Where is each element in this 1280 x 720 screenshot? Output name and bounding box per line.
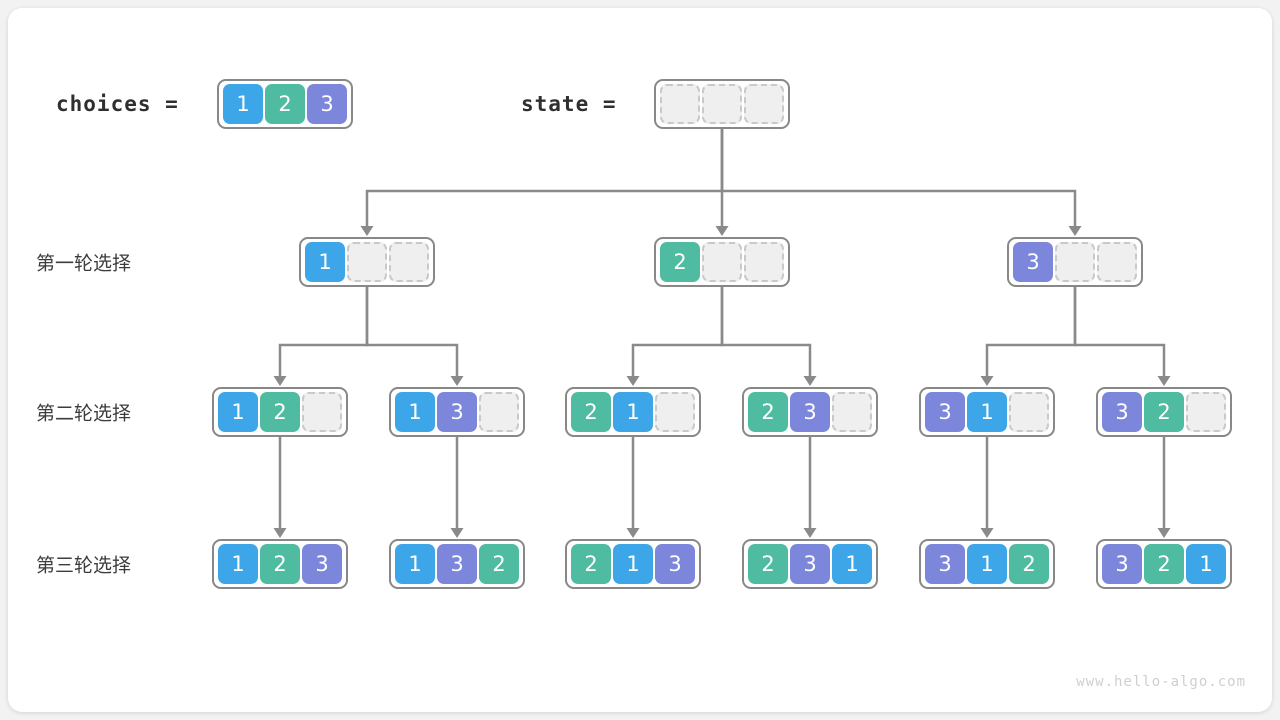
level2-array-2-cell-2 (655, 392, 695, 432)
choices-array-cell-2: 3 (307, 84, 347, 124)
level2-array-4-cell-1: 1 (967, 392, 1007, 432)
level3-array-3-cell-0: 2 (748, 544, 788, 584)
root-to-level1-arrowhead-2 (1068, 226, 1082, 236)
level1-array-1-cell-0: 2 (660, 242, 700, 282)
level1-2-to-level2-edge-0 (985, 286, 1077, 377)
level1-0-to-level2-arrowhead-0 (273, 376, 287, 386)
level1-1-to-level2-arrowhead-1 (803, 376, 817, 386)
level3-array-5-cell-1: 2 (1144, 544, 1184, 584)
level3-array-1-cell-2: 2 (479, 544, 519, 584)
level3-array-4-cell-2: 2 (1009, 544, 1049, 584)
level2-array-1-cell-2 (479, 392, 519, 432)
level1-array-2-cell-2 (1097, 242, 1137, 282)
root-to-level1-arrowhead-1 (715, 226, 729, 236)
level2-4-to-level3-arrowhead-0 (980, 528, 994, 538)
level1-2-to-level2-edge-1 (1073, 286, 1166, 377)
root-to-level1-edge-2 (720, 128, 1077, 227)
level2-array-3-cell-2 (832, 392, 872, 432)
level3-array-1-cell-1: 3 (437, 544, 477, 584)
level1-2-to-level2-arrowhead-0 (980, 376, 994, 386)
level2-5-to-level3-arrowhead-0 (1157, 528, 1171, 538)
level3-array-2-cell-2: 3 (655, 544, 695, 584)
root-to-level1-arrowhead-0 (360, 226, 374, 236)
level3-array-4-cell-1: 1 (967, 544, 1007, 584)
level1-array-2-cell-1 (1055, 242, 1095, 282)
watermark: www.hello-algo.com (1076, 674, 1246, 690)
level1-1-to-level2-edge-0 (631, 286, 724, 377)
level1-array-1-cell-1 (702, 242, 742, 282)
level1-1-to-level2-edge-1 (720, 286, 812, 377)
level3-array-4-cell-0: 3 (925, 544, 965, 584)
level3-array-5-cell-2: 1 (1186, 544, 1226, 584)
level2-array-2-cell-1: 1 (613, 392, 653, 432)
row-label-3: 第三轮选择 (36, 554, 132, 577)
level2-array-1-cell-1: 3 (437, 392, 477, 432)
level2-array-0-cell-0: 1 (218, 392, 258, 432)
row-label-1: 第一轮选择 (36, 252, 132, 275)
level2-array-4-cell-0: 3 (925, 392, 965, 432)
level3-array-3-cell-2: 1 (832, 544, 872, 584)
state-array (654, 79, 790, 129)
level2-1-to-level3-arrowhead-0 (450, 528, 464, 538)
level3-array-0-cell-0: 1 (218, 544, 258, 584)
choices-array-cell-0: 1 (223, 84, 263, 124)
level2-array-3-cell-0: 2 (748, 392, 788, 432)
level3-array-2-cell-1: 1 (613, 544, 653, 584)
level2-array-0-cell-2 (302, 392, 342, 432)
level2-array-1-cell-0: 1 (395, 392, 435, 432)
level3-array-1-cell-0: 1 (395, 544, 435, 584)
level2-array-3-cell-1: 3 (790, 392, 830, 432)
level1-array-0: 1 (299, 237, 435, 287)
state-array-cell-0 (660, 84, 700, 124)
level2-array-0-cell-1: 2 (260, 392, 300, 432)
row-label-2: 第二轮选择 (36, 402, 132, 425)
level2-array-5-cell-2 (1186, 392, 1226, 432)
level1-array-0-cell-1 (347, 242, 387, 282)
root-to-level1-edge-0 (365, 128, 724, 227)
level1-array-1-cell-2 (744, 242, 784, 282)
choices-array-cell-1: 2 (265, 84, 305, 124)
level1-2-to-level2-arrowhead-1 (1157, 376, 1171, 386)
state-array-cell-1 (702, 84, 742, 124)
level1-array-2-cell-0: 3 (1013, 242, 1053, 282)
level1-0-to-level2-arrowhead-1 (450, 376, 464, 386)
choices-label: choices = (56, 92, 179, 116)
level1-array-0-cell-0: 1 (305, 242, 345, 282)
level1-array-2: 3 (1007, 237, 1143, 287)
level1-0-to-level2-edge-1 (365, 286, 459, 377)
level1-0-to-level2-edge-0 (278, 286, 369, 377)
level3-array-0-cell-2: 3 (302, 544, 342, 584)
level2-2-to-level3-arrowhead-0 (626, 528, 640, 538)
level3-array-5-cell-0: 3 (1102, 544, 1142, 584)
level2-array-5-cell-1: 2 (1144, 392, 1184, 432)
level1-array-0-cell-2 (389, 242, 429, 282)
connector-edges (273, 128, 1171, 538)
state-label: state = (521, 92, 617, 116)
level2-3-to-level3-arrowhead-0 (803, 528, 817, 538)
level2-array-5-cell-0: 3 (1102, 392, 1142, 432)
level3-array-2-cell-0: 2 (571, 544, 611, 584)
level1-1-to-level2-arrowhead-0 (626, 376, 640, 386)
level2-array-4-cell-2 (1009, 392, 1049, 432)
level1-array-1: 2 (654, 237, 790, 287)
level3-array-3-cell-1: 3 (790, 544, 830, 584)
level2-array-2-cell-0: 2 (571, 392, 611, 432)
level2-0-to-level3-arrowhead-0 (273, 528, 287, 538)
state-array-cell-2 (744, 84, 784, 124)
level3-array-0-cell-1: 2 (260, 544, 300, 584)
